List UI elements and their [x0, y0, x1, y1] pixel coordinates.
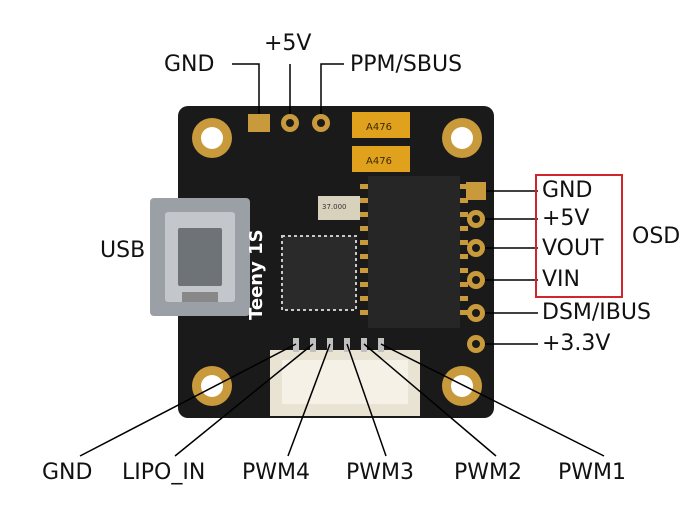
bottom-connector [270, 338, 420, 416]
label-dsm-ibus: DSM/IBUS [542, 300, 651, 325]
osd-chip [360, 176, 468, 328]
label-pwm3: PWM3 [346, 460, 414, 485]
label-osd-gnd: GND [542, 178, 593, 203]
label-pwm1: PWM1 [558, 460, 626, 485]
label-pwm2: PWM2 [454, 460, 522, 485]
mounting-holes [192, 118, 482, 406]
brand-silkscreen: Teeny 1S [246, 229, 267, 320]
label-pwm4: PWM4 [242, 460, 310, 485]
svg-text:37.000: 37.000 [322, 203, 347, 211]
svg-text:A476: A476 [366, 122, 392, 133]
top-pads [248, 114, 330, 132]
label-lipo-in: LIPO_IN [122, 460, 206, 485]
label-top-gnd: GND [164, 52, 215, 77]
label-osd-vin: VIN [542, 267, 580, 292]
mcu-chip [281, 235, 357, 311]
leader-lines [79, 63, 605, 457]
label-usb: USB [100, 238, 146, 263]
label-osd-title: OSD [632, 224, 681, 249]
label-bottom-gnd: GND [42, 460, 93, 485]
right-pads [466, 182, 486, 353]
crystal [318, 196, 360, 220]
svg-text:A476: A476 [366, 156, 392, 167]
label-top-ppm-sbus: PPM/SBUS [350, 52, 463, 77]
label-3v3: +3.3V [542, 331, 611, 356]
osd-highlight-box [535, 174, 623, 298]
capacitors: A476 A476 [352, 112, 410, 172]
label-osd-vout: VOUT [542, 236, 604, 261]
usb-connector [150, 198, 250, 316]
label-top-5v: +5V [264, 31, 312, 56]
label-osd-5v: +5V [542, 206, 590, 231]
